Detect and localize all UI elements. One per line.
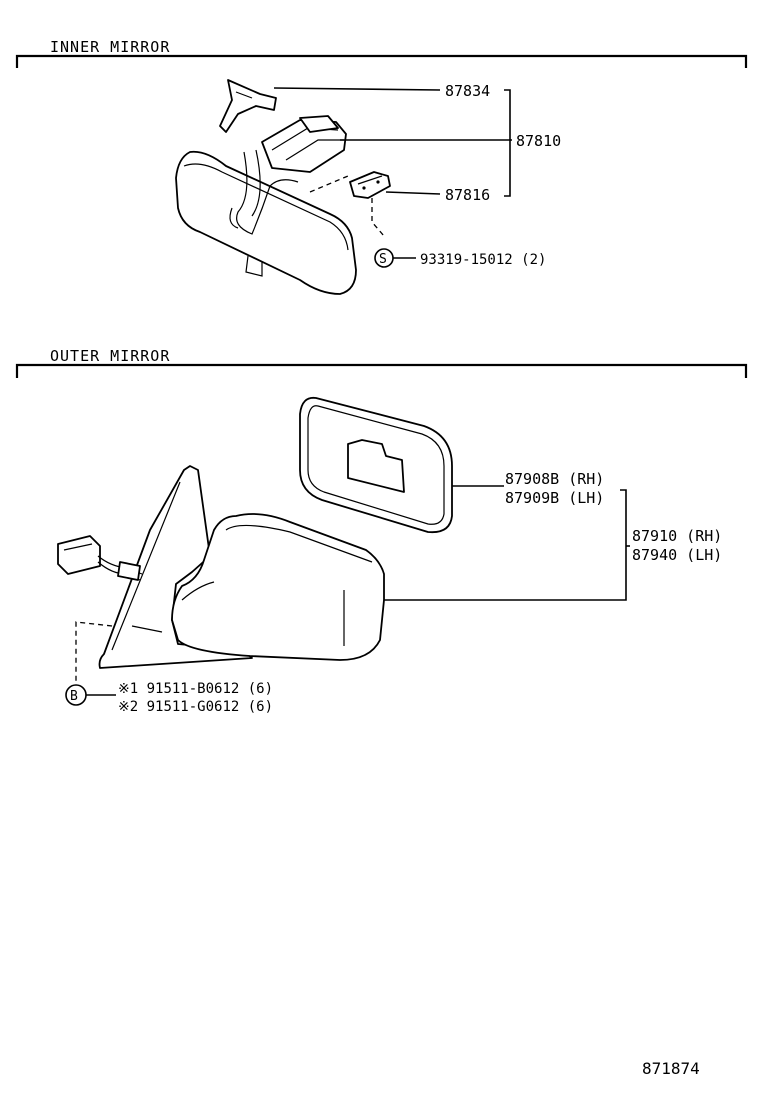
figure-number: 871874 xyxy=(642,1059,700,1078)
label-assy-lh: 87940 (LH) xyxy=(632,546,722,564)
label-bolt-2: ※2 91511-G0612 (6) xyxy=(118,699,273,715)
leader-87816 xyxy=(385,191,441,195)
label-glass-rh: 87908B (RH) xyxy=(505,470,604,488)
screw-symbol-circle xyxy=(374,248,394,268)
outer-dash-bolt xyxy=(75,621,113,684)
part-87816-clip xyxy=(349,171,391,199)
part-87810-mount xyxy=(229,115,347,235)
inner-dash-screw xyxy=(371,198,385,237)
outer-mirror-title: OUTER MIRROR xyxy=(50,347,170,365)
label-87816: 87816 xyxy=(445,186,490,204)
bolt-symbol-letter: B xyxy=(70,689,78,704)
label-glass-lh: 87909B (LH) xyxy=(505,489,604,507)
outer-mirror-housing xyxy=(98,465,385,669)
leader-assy xyxy=(384,489,627,601)
inner-mirror-body xyxy=(175,150,357,295)
label-screw: 93319-15012 (2) xyxy=(420,252,546,268)
inner-mirror-title: INNER MIRROR xyxy=(50,38,170,56)
screw-symbol-letter: S xyxy=(379,252,387,267)
leader-87834 xyxy=(273,87,441,91)
label-assy-rh: 87910 (RH) xyxy=(632,527,722,545)
label-87810: 87810 xyxy=(516,132,561,150)
inner-section-rule xyxy=(15,54,748,68)
bracket-87810 xyxy=(504,89,511,197)
outer-mirror-connector xyxy=(57,535,143,581)
bolt-symbol-circle xyxy=(65,684,87,706)
inner-dash-clip xyxy=(309,175,349,193)
part-87834-cover xyxy=(219,79,277,133)
label-87834: 87834 xyxy=(445,82,490,100)
label-bolt-1: ※1 91511-B0612 (6) xyxy=(118,681,273,697)
outer-mirror-glass xyxy=(299,396,453,534)
outer-section-rule xyxy=(15,363,748,378)
